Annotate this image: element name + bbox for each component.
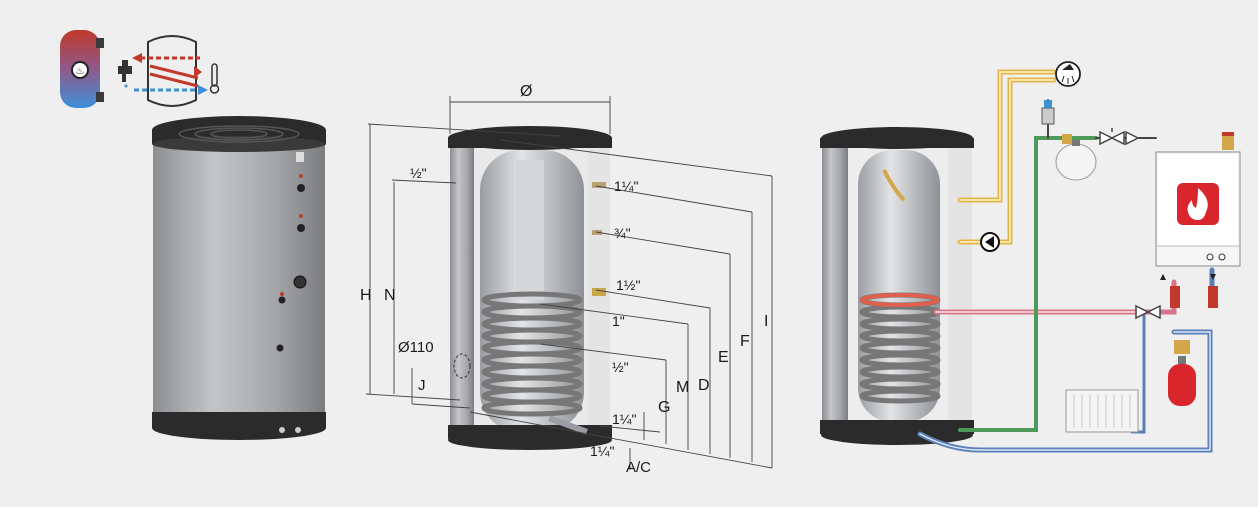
inlet-diameter-label: Ø110 (398, 339, 434, 356)
tank-installation (820, 127, 974, 445)
dim-H: H (360, 287, 372, 304)
tank-cutaway-dimensioned (448, 126, 612, 450)
expansion-vessel-red (1168, 340, 1196, 406)
dim-M: M (676, 379, 689, 396)
dim-J: J (418, 377, 426, 394)
dim-D: D (698, 377, 710, 394)
dim-F: F (740, 333, 750, 350)
diameter-label: Ø (520, 83, 532, 100)
heat-exchange-icon (132, 35, 208, 107)
safety-valve (1041, 100, 1072, 144)
dim-N: N (384, 287, 396, 304)
dim-AC: A/C (626, 459, 651, 476)
dimension-labels: Ø ½" 1¼" ¾" 1½" 1" ½" 1¼" 1¼" Ø110 H N J… (360, 83, 768, 476)
dim-G: G (658, 399, 670, 416)
fitting-6-label: 1¼" (612, 411, 636, 427)
expansion-vessel-white (1055, 140, 1097, 181)
dimension-lines (365, 96, 773, 470)
fitting-3-label: 1½" (616, 277, 640, 293)
fitting-4-label: 1" (612, 313, 625, 329)
shower-icon (1055, 61, 1081, 87)
mixing-valve (1135, 304, 1161, 320)
faucet-icon (118, 60, 132, 88)
thermometer-icon (209, 63, 220, 94)
coil (481, 291, 583, 417)
tank-exterior (152, 116, 326, 440)
fitting-5-label: ½" (612, 359, 629, 375)
sensors (1170, 286, 1218, 308)
svg-text:♨: ♨ (76, 66, 85, 77)
dim-E: E (718, 349, 729, 366)
fitting-1-label: 1¼" (614, 178, 638, 194)
circulation-pump-icon (980, 232, 1000, 252)
tank-heating-icon: ♨ (60, 30, 104, 108)
flame-icon (1177, 183, 1219, 225)
dim-I: I (764, 313, 768, 330)
radiator (1065, 389, 1139, 433)
fitting-2-label: ¾" (614, 225, 631, 241)
fitting-bottom-label: 1¼" (590, 443, 614, 459)
fitting-top-left: ½" (410, 165, 427, 181)
inlet-valves (1099, 128, 1140, 146)
